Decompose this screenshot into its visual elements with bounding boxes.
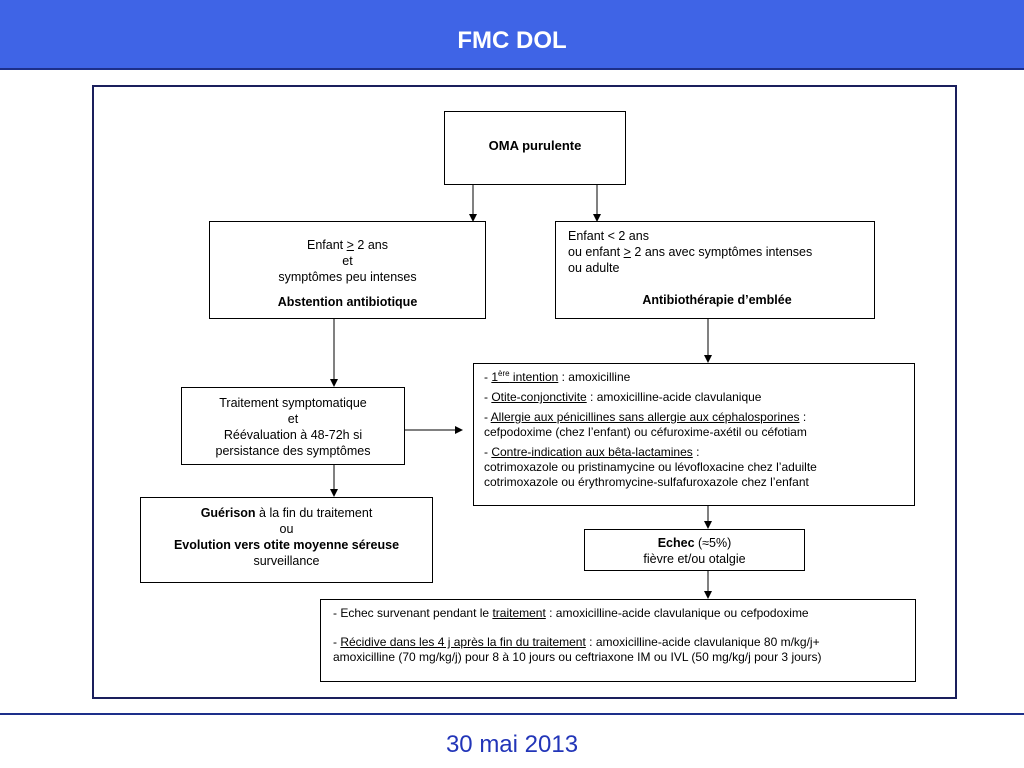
guerison-label: Guérison [200,506,256,520]
treatment-item-3: - Allergie aux pénicillines sans allergi… [484,410,914,425]
left-criteria-line1: Enfant > 2 ans [210,237,485,253]
guerison-rest: à la fin du traitement [255,506,373,520]
echec-pct: (≈5%) [694,536,732,550]
right-criteria-line3: ou adulte [568,261,620,275]
left-criteria-line2: et [342,254,353,268]
t2-label: Otite-conjonctivite [491,390,587,404]
treatment-item-4: - Contre-indication aux bêta-lactamines … [484,445,914,460]
t1-label: 1ère intention [491,369,559,385]
treatment-item-1: - 1ère intention : amoxicilline [484,370,914,385]
echec-box: Echec (≈5%) fièvre et/ou otalgie [584,529,805,571]
final-p1-underlined: traitement [492,606,546,620]
slide-title: FMC DOL [457,27,567,54]
oma-purulente-box: OMA purulente [444,111,626,185]
outcome-line1: Guérison à la fin du traitement [141,505,432,521]
final-paragraph-1: - Echec survenant pendant le traitement … [333,606,915,621]
echec-line1: Echec (≈5%) [585,535,804,551]
right-criteria-box: Enfant < 2 ans ou enfant > 2 ans avec sy… [555,221,875,319]
t1-rest: : amoxicilline [558,370,631,384]
t4-dash: - [484,445,492,459]
t3-dash: - [484,410,491,424]
oma-label: OMA purulente [488,138,582,153]
t4-rest: : [692,445,700,459]
footer-date: 30 mai 2013 [445,731,579,758]
outcome-ou: ou [279,522,294,536]
echec-line2: fièvre et/ou otalgie [643,552,746,566]
t1-num: 1 [491,370,499,384]
left-decision: Abstention antibiotique [277,295,418,309]
t2-rest: : amoxicilline-acide clavulanique [586,390,762,404]
right-decision: Antibiothérapie d’emblée [642,293,792,307]
outcome-box: Guérison à la fin du traitement ou Evolu… [140,497,433,583]
final-p2-underlined: Récidive dans les 4 j après la fin du tr… [340,635,586,649]
footer-divider [0,713,1024,715]
final-paragraph-2-line2: amoxicilline (70 mg/kg/j) pour 8 à 10 jo… [333,650,822,664]
slide-header: FMC DOL [0,0,1024,70]
left-criteria-box: Enfant > 2 ans et symptômes peu intenses… [209,221,486,319]
final-p2-post: : amoxicilline-acide clavulanique 80 m/k… [585,635,820,649]
final-p1-post: : amoxicilline-acide clavulanique ou cef… [545,606,809,620]
left-l1-pre: Enfant [307,238,347,252]
outcome-evolution: Evolution vers otite moyenne séreuse [173,538,400,552]
right-l2-pre: ou enfant [568,245,624,259]
right-criteria-line1: Enfant < 2 ans [568,229,649,243]
right-l2-post: 2 ans avec symptômes intenses [630,245,813,259]
final-paragraph-2: - Récidive dans les 4 j après la fin du … [333,635,915,650]
treatment-item-3-line2: cefpodoxime (chez l’enfant) ou céfuroxim… [484,425,807,439]
right-l2-ge: > [623,245,631,259]
right-criteria-line2: ou enfant > 2 ans avec symptômes intense… [568,244,874,260]
diagram-frame [92,85,957,699]
treatment-item-4-line3: cotrimoxazole ou érythromycine-sulfafuro… [484,475,809,489]
treatment-box: - 1ère intention : amoxicilline - Otite-… [473,363,915,506]
left-l1-post: 2 ans [353,238,388,252]
symptomatic-line1: Traitement symptomatique [219,396,367,410]
left-criteria-line3: symptômes peu intenses [278,270,417,284]
left-l1-ge: > [346,238,354,252]
t1-sup: ère [498,369,510,378]
t2-dash: - [484,390,492,404]
final-box: - Echec survenant pendant le traitement … [320,599,916,682]
symptomatic-line4: persistance des symptômes [215,444,371,458]
symptomatic-line2: et [287,412,299,426]
echec-label: Echec [657,536,695,550]
treatment-item-4-line2: cotrimoxazole ou pristinamycine ou lévof… [484,460,817,474]
outcome-surveillance: surveillance [253,554,320,568]
final-p2-pre: - [333,635,341,649]
t1-intention: intention [509,370,559,384]
t3-label: Allergie aux pénicillines sans allergie … [490,410,800,424]
symptomatic-box: Traitement symptomatique et Réévaluation… [181,387,405,465]
final-p1-pre: - Echec survenant pendant le [333,606,493,620]
t1-dash: - [484,370,492,384]
treatment-item-2: - Otite-conjonctivite : amoxicilline-aci… [484,390,914,405]
symptomatic-line3: Réévaluation à 48-72h si [223,428,363,442]
t3-rest: : [799,410,807,424]
t4-label: Contre-indication aux bêta-lactamines [491,445,693,459]
